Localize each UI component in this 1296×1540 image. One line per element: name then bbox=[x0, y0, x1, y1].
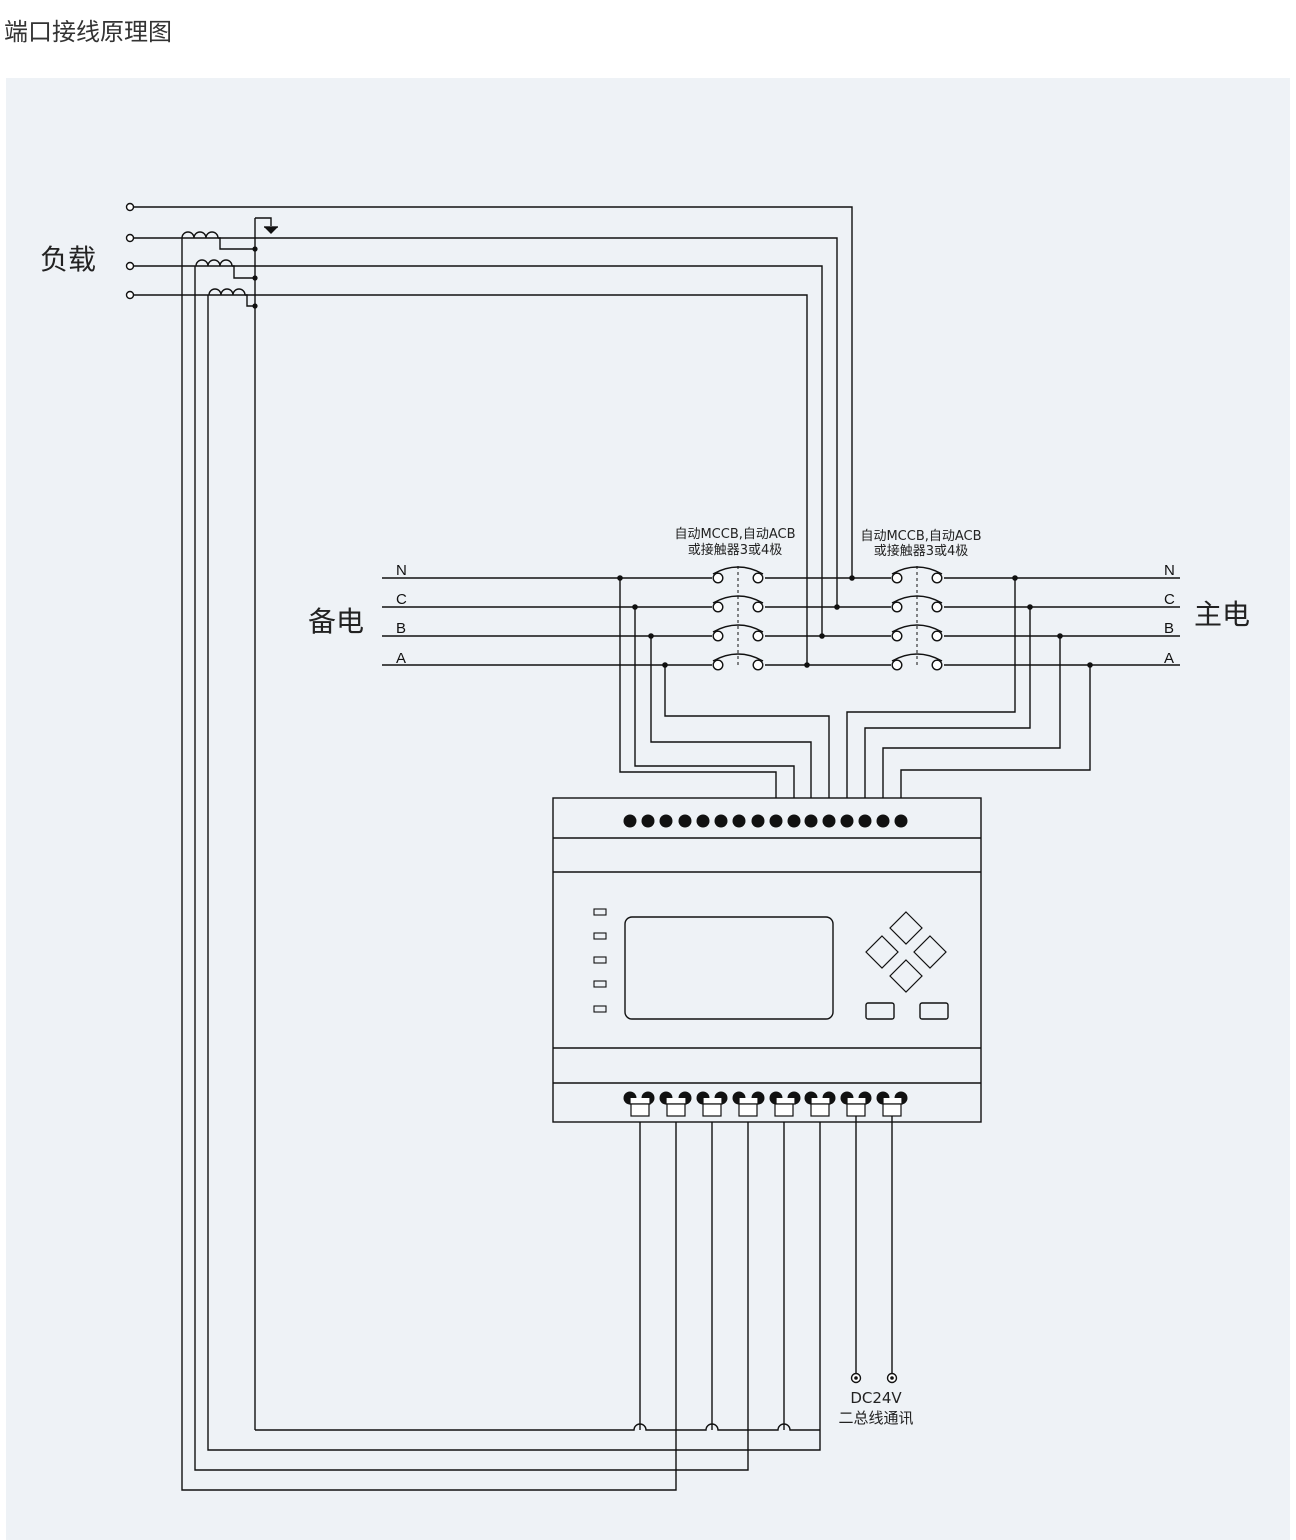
phase-label-left-n: N bbox=[396, 562, 407, 579]
up-key bbox=[889, 911, 923, 945]
switch-contact bbox=[712, 595, 764, 613]
bottom-terminal-block bbox=[623, 1091, 908, 1117]
phase-label-right-a: A bbox=[1164, 650, 1174, 667]
phase-label-right-n: N bbox=[1164, 562, 1175, 579]
phase-label-left-b: B bbox=[396, 620, 406, 637]
dc-bus-wires bbox=[850, 1116, 898, 1384]
left-key bbox=[865, 935, 899, 969]
load-terminals bbox=[125, 202, 853, 665]
switch-contact bbox=[712, 653, 764, 671]
breaker-right-line1: 自动MCCB,自动ACB bbox=[860, 529, 981, 544]
load-label: 负载 bbox=[40, 243, 96, 276]
page-title: 端口接线原理图 bbox=[4, 18, 172, 46]
switch-right bbox=[891, 566, 943, 671]
led-indicator bbox=[593, 908, 607, 916]
function-key-right bbox=[919, 1002, 949, 1020]
bus-comm-label: 二总线通讯 bbox=[838, 1409, 913, 1427]
led-indicator bbox=[593, 932, 607, 940]
load-terminal-a bbox=[125, 290, 135, 300]
switch-contact bbox=[891, 653, 943, 671]
voltage-sense-wires bbox=[619, 578, 1091, 812]
led-indicator bbox=[593, 980, 607, 988]
led-indicator bbox=[593, 1005, 607, 1013]
current-transformers bbox=[181, 217, 821, 1491]
phase-label-right-c: C bbox=[1164, 591, 1175, 608]
right-key bbox=[913, 935, 947, 969]
phase-label-left-c: C bbox=[396, 591, 407, 608]
switch-contact bbox=[891, 624, 943, 642]
breaker-right-line2: 或接触器3或4极 bbox=[874, 543, 969, 559]
ct-coil-3 bbox=[208, 288, 246, 296]
led-indicator bbox=[593, 956, 607, 964]
function-key-left bbox=[865, 1002, 895, 1020]
switch-left bbox=[712, 566, 764, 671]
status-leds bbox=[593, 908, 607, 1013]
backup-power-label: 备电 bbox=[308, 605, 364, 638]
switch-contact bbox=[712, 624, 764, 642]
load-terminal-c bbox=[125, 233, 135, 243]
ground-icon bbox=[264, 227, 278, 234]
breaker-left-line1: 自动MCCB,自动ACB bbox=[674, 527, 795, 542]
controller-module bbox=[552, 797, 982, 1123]
navigation-keypad bbox=[865, 911, 947, 993]
load-terminal-b bbox=[125, 261, 135, 271]
top-terminal-block bbox=[623, 814, 908, 828]
bus-junctions bbox=[617, 575, 1093, 668]
ct-coil-1 bbox=[181, 231, 219, 239]
ct-coil-2 bbox=[195, 259, 233, 267]
lcd-screen bbox=[624, 916, 834, 1020]
phase-label-right-b: B bbox=[1164, 620, 1174, 637]
switch-contact bbox=[712, 566, 764, 584]
dc24v-label: DC24V bbox=[850, 1389, 902, 1407]
load-terminal-n bbox=[125, 202, 135, 212]
main-power-label: 主电 bbox=[1194, 598, 1250, 631]
down-key bbox=[889, 959, 923, 993]
breaker-left-line2: 或接触器3或4极 bbox=[688, 542, 783, 558]
phase-label-left-a: A bbox=[396, 650, 406, 667]
